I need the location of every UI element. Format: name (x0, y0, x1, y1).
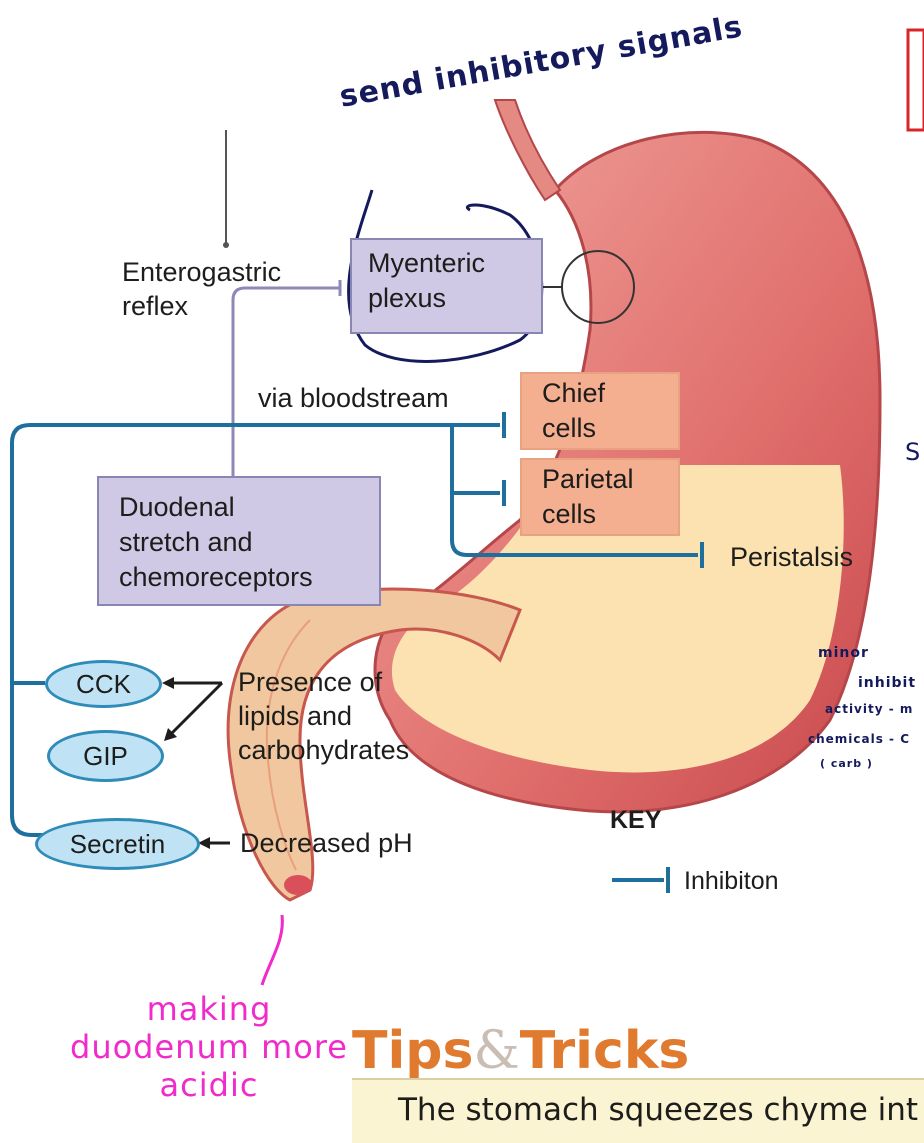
gip-oval: GIP (47, 730, 164, 782)
gip-arrowhead (164, 728, 177, 741)
inhibit-annotation: inhibit (858, 675, 917, 691)
key-title: KEY (610, 806, 662, 834)
chyme (391, 465, 844, 773)
tips-tricks-title: Tips&Tricks (352, 1021, 689, 1081)
decreased-ph-label: Decreased pH (240, 828, 413, 858)
activity-annotation: activity - m (825, 702, 914, 716)
reflex-connector (231, 286, 340, 480)
secretin-oval: Secretin (35, 818, 200, 870)
parietal-cells-label: Parietal cells (542, 464, 634, 529)
tips-text: The stomach squeezes chyme int (398, 1092, 919, 1128)
via-bloodstream-label: via bloodstream (258, 383, 449, 413)
chemicals-annotation: chemicals - C (808, 732, 911, 746)
tips-ampersand: & (473, 1021, 520, 1081)
lipids-to-gip (168, 681, 224, 737)
s-fragment-annotation: S (905, 438, 922, 466)
reflex-arrow-dot (223, 242, 229, 248)
secretin-arrowhead (198, 837, 210, 849)
chief-cells-label: Chief cells (542, 378, 606, 443)
esophagus (493, 99, 562, 202)
branch-line (450, 425, 698, 557)
parietal-cells-box: Parietal cells (520, 458, 680, 536)
duodenal-receptors-box: Duodenal stretch and chemoreceptors (97, 476, 381, 606)
secretin-label: Secretin (69, 828, 166, 859)
duodenum (226, 587, 522, 902)
duodenal-receptors-label: Duodenal stretch and chemoreceptors (119, 492, 313, 592)
hand-circle (347, 189, 544, 363)
duodenum-inner (265, 619, 311, 871)
carb-annotation: ( carb ) (820, 757, 873, 770)
cck-oval: CCK (45, 660, 162, 708)
making-acidic-annotation: making duodenum more acidic (70, 990, 348, 1104)
duodenum-end (284, 875, 312, 895)
red-frame-edge (906, 28, 924, 132)
presence-lipids-label: Presence of lipids and carbohydrates (238, 667, 410, 765)
myenteric-plexus-label: Myenteric plexus (368, 248, 486, 313)
peristalsis-label: Peristalsis (730, 542, 854, 572)
enterogastric-reflex-label: Enterogastric reflex (122, 257, 282, 321)
cck-arrowhead (162, 677, 174, 689)
hand-pointer (260, 914, 284, 986)
gip-label: GIP (83, 740, 128, 771)
chief-cells-box: Chief cells (520, 372, 680, 450)
tips-word: Tips (352, 1021, 474, 1081)
key-inhibition-label: Inhibiton (684, 867, 779, 895)
myenteric-plexus-box: Myenteric plexus (350, 238, 543, 334)
minor-annotation: minor (818, 645, 869, 661)
cck-label: CCK (76, 668, 131, 699)
bloodstream-line (10, 423, 500, 837)
tips-box: The stomach squeezes chyme int (352, 1078, 924, 1143)
tricks-word: Tricks (519, 1021, 690, 1081)
